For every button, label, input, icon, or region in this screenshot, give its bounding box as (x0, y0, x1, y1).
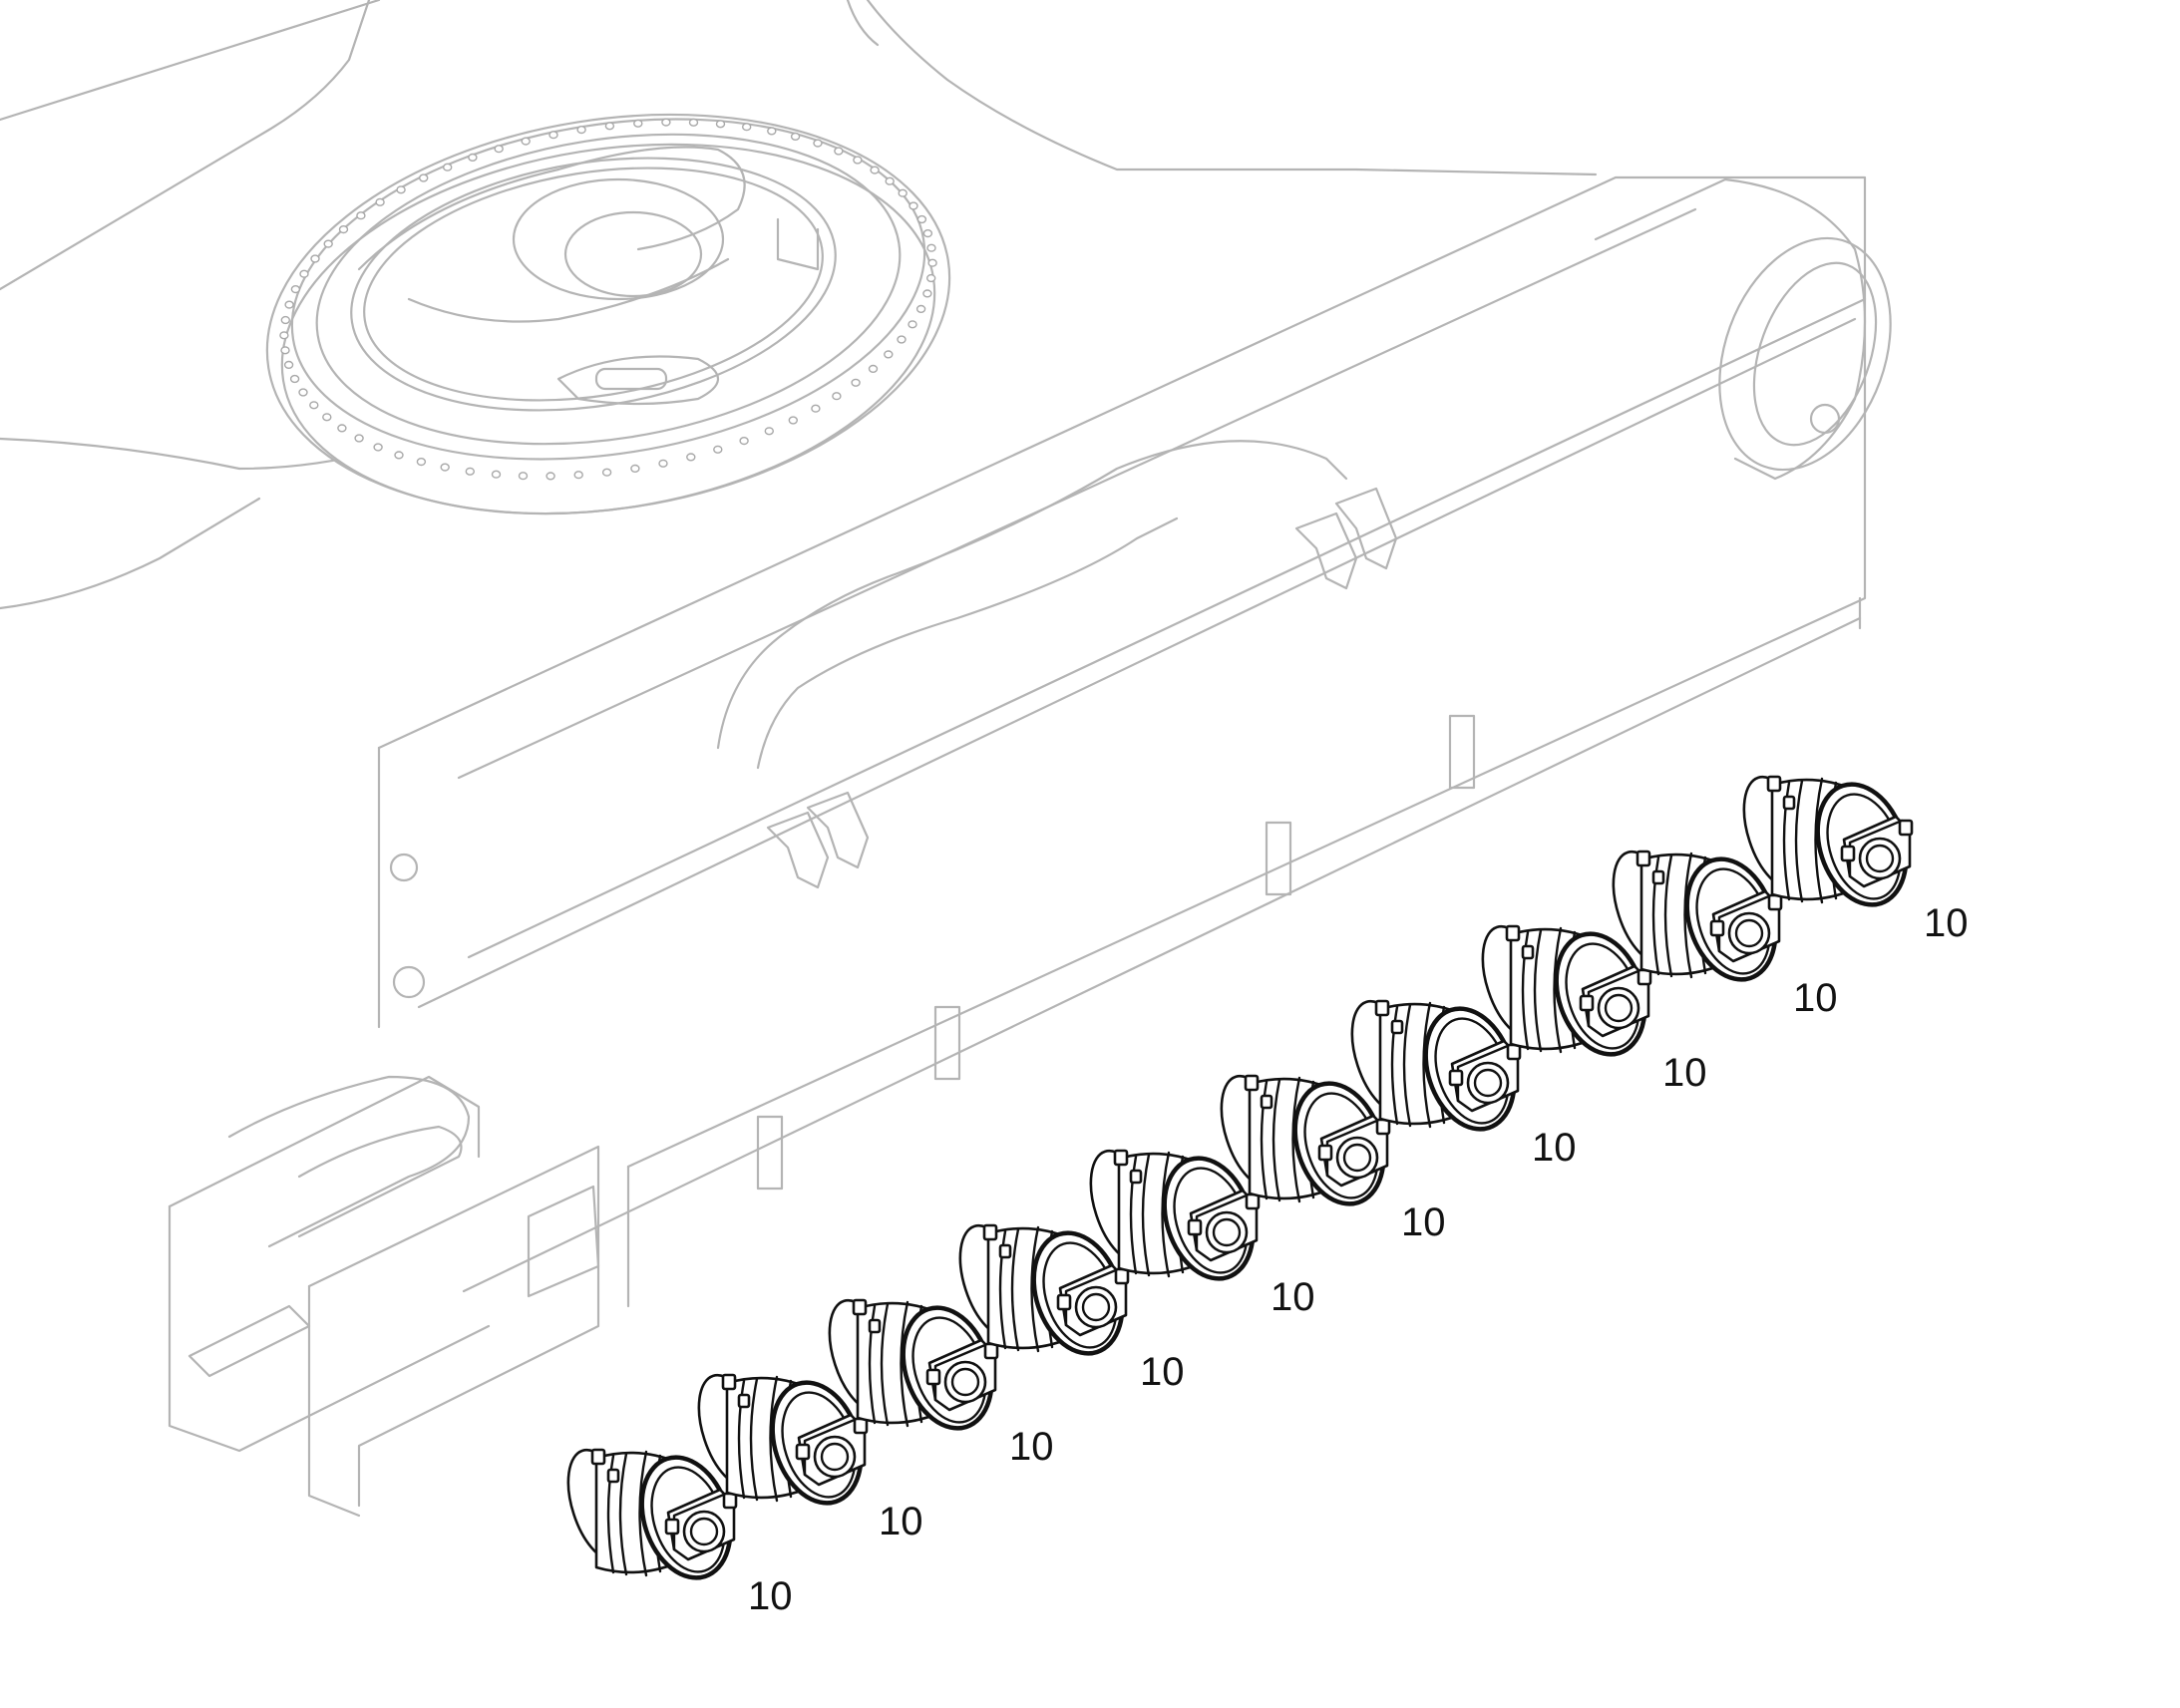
bolt-hole (868, 364, 879, 374)
bolt-hole (715, 120, 726, 129)
bolt-hole (927, 258, 937, 267)
bolt-hole (545, 472, 555, 481)
bolt-hole (908, 201, 918, 210)
bolt-hole (884, 350, 894, 359)
bolt-hole (279, 331, 289, 340)
bolt-hole (870, 166, 880, 174)
track-frame-assembly (0, 0, 1892, 1518)
part-number-label: 10 (879, 1500, 923, 1543)
part-number-label: 10 (1140, 1350, 1185, 1394)
bolt-hole (633, 119, 643, 128)
swing-bearing-ring (265, 113, 951, 515)
part-number-label: 10 (1924, 901, 1969, 945)
bolt-hole (465, 467, 475, 476)
bolt-hole (416, 458, 427, 467)
bolt-hole (630, 464, 640, 474)
part-number-label: 10 (1662, 1051, 1707, 1095)
bolt-hole (299, 269, 309, 278)
bolt-hole (396, 185, 406, 194)
bolt-hole (521, 137, 531, 146)
part-number-label: 10 (1401, 1200, 1446, 1244)
bolt-hole (491, 470, 502, 479)
bolt-hole (851, 378, 861, 387)
bolt-hole (573, 471, 583, 480)
bolt-hole (604, 122, 615, 131)
bolt-hole (811, 404, 821, 413)
bolt-hole (419, 173, 429, 182)
part-number-label: 10 (1271, 1275, 1315, 1319)
bolt-hole (834, 147, 844, 156)
bolt-hole (280, 315, 290, 325)
bolt-hole (790, 132, 801, 142)
bolt-hole (468, 153, 478, 163)
bolt-hole (926, 243, 936, 252)
bolt-hole (897, 335, 907, 344)
bolt-hole (440, 463, 450, 472)
bolt-hole (283, 360, 294, 370)
bolt-hole (373, 443, 383, 452)
bolt-hole (394, 451, 404, 460)
bolt-hole (284, 300, 294, 309)
front-idler-yoke (168, 853, 600, 1518)
bolt-hole (767, 127, 777, 136)
side-frame (377, 175, 1892, 1308)
bolt-hole (916, 214, 927, 224)
bolt-hole (280, 346, 290, 355)
bolt-hole (922, 289, 932, 298)
bolt-hole (310, 254, 320, 263)
bolt-hole (337, 424, 347, 433)
bolt-hole (323, 239, 333, 248)
bolt-hole (915, 304, 926, 314)
bolt-hole (518, 472, 529, 481)
bolt-hole (713, 445, 723, 454)
bolt-hole (788, 416, 798, 425)
bolt-hole (289, 374, 300, 384)
part-number-label: 10 (1532, 1126, 1577, 1170)
bolt-hole (898, 188, 908, 197)
bolt-hole (908, 320, 917, 329)
bolt-hole (601, 468, 612, 477)
bolt-hole (443, 163, 453, 171)
bolt-hole (922, 229, 933, 238)
bolt-hole (356, 211, 366, 220)
bolt-hole (764, 427, 774, 436)
bolt-hole (885, 176, 895, 185)
bolt-hole (926, 273, 936, 283)
bolt-hole (354, 434, 364, 443)
track-roller-set (555, 769, 1921, 1589)
bolt-hole (548, 131, 558, 140)
bolt-hole (688, 118, 699, 127)
bolt-hole (494, 145, 504, 154)
center-hub (357, 146, 820, 406)
bolt-hole (813, 139, 823, 148)
bolt-hole (853, 156, 863, 165)
bolt-hole (661, 118, 671, 127)
bolt-hole (338, 225, 349, 234)
bolt-hole (832, 392, 842, 401)
part-callouts: 10 10 10 10 10 10 10 10 10 10 (748, 901, 1969, 1618)
part-number-label: 10 (1793, 976, 1838, 1020)
bolt-hole (686, 453, 696, 462)
bolt-hole (309, 401, 319, 410)
part-number-label: 10 (1009, 1425, 1054, 1469)
bolt-hole (739, 437, 749, 446)
bolt-hole (290, 285, 301, 294)
part-number-label: 10 (748, 1574, 793, 1618)
bolt-hole (322, 413, 332, 422)
bolt-hole (375, 197, 385, 206)
bolt-hole (742, 123, 752, 132)
bolt-hole (576, 126, 586, 135)
bolt-hole (298, 388, 308, 397)
bolt-hole (658, 459, 668, 468)
